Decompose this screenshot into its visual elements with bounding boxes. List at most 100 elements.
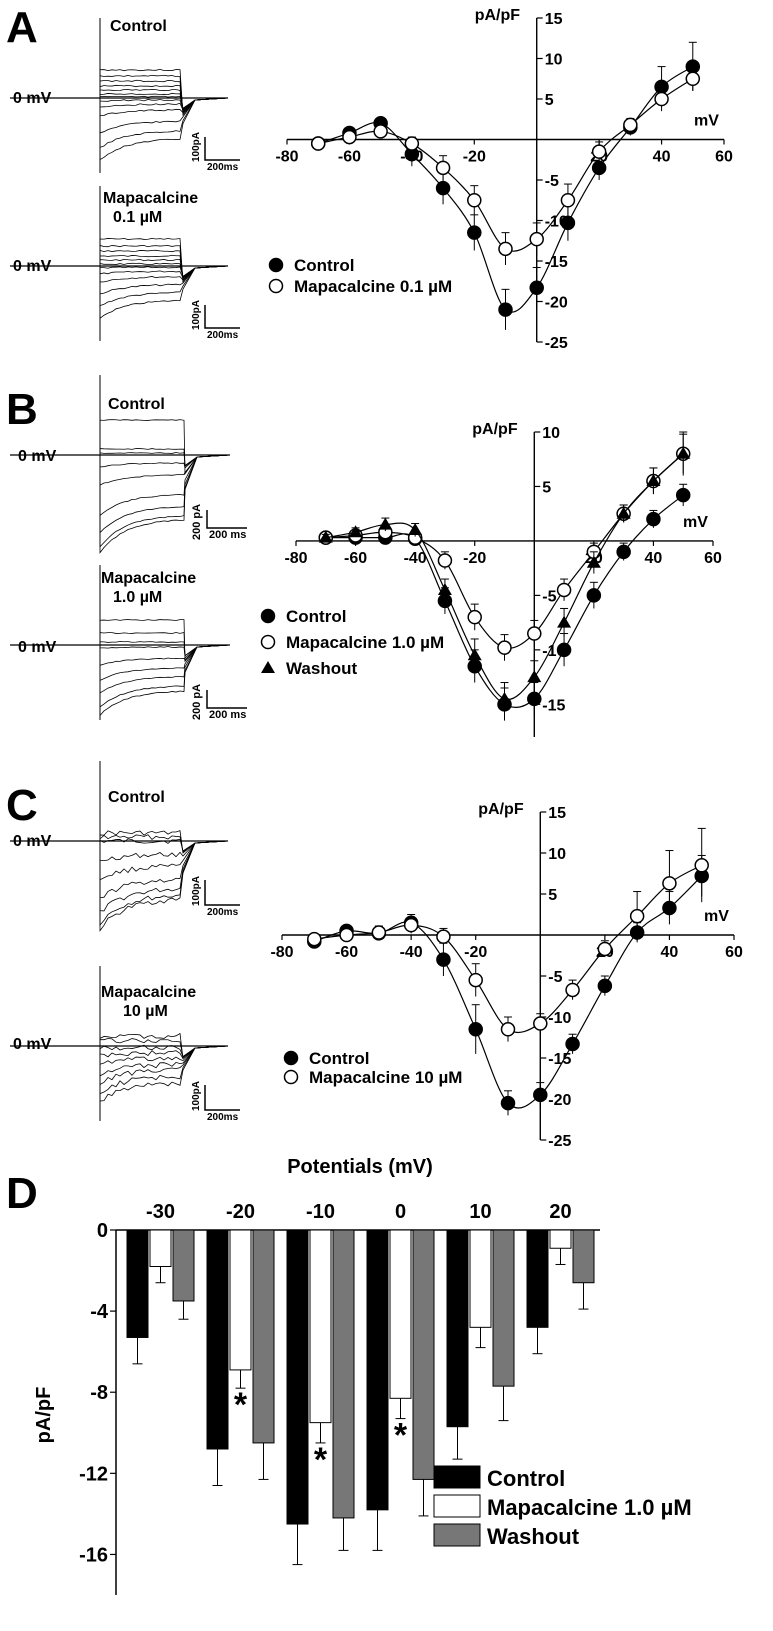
y-tick-label: 0 — [97, 1220, 108, 1242]
category-label: 20 — [549, 1201, 571, 1223]
scale-bar-c-bottom — [204, 1085, 240, 1111]
y-tick-label: 15 — [545, 11, 563, 28]
data-point — [629, 908, 645, 924]
current-trace — [99, 840, 229, 932]
trace-label-drug-b-1: Mapacalcine — [101, 570, 196, 587]
y-axis-label: pA/pF — [472, 421, 518, 438]
current-trace — [99, 632, 231, 659]
fit-curve — [314, 864, 703, 1033]
current-traces-layer — [10, 18, 231, 1121]
legend-label: Mapacalcine 1.0 µM — [286, 633, 444, 652]
x-tick-label: 40 — [653, 149, 671, 166]
current-trace — [99, 644, 231, 694]
current-trace — [99, 244, 229, 282]
data-point — [533, 1016, 548, 1031]
scale-time-b-bottom: 200 ms — [209, 709, 246, 721]
legend-label: Control — [487, 1466, 565, 1491]
x-tick-label: -20 — [463, 149, 486, 166]
y-axis-label: pA/pF — [33, 1387, 55, 1444]
y-tick-label: -10 — [548, 1010, 571, 1027]
current-trace — [99, 254, 229, 280]
scale-time-c-top: 200ms — [207, 907, 239, 918]
y-tick-label: -16 — [79, 1544, 108, 1566]
scale-current-a-bottom: 100pA — [191, 300, 202, 330]
scale-bar-b-top — [206, 510, 247, 529]
bar — [366, 1229, 389, 1511]
data-point — [310, 136, 326, 151]
traces-a-drug — [10, 186, 229, 341]
category-label: 0 — [395, 1201, 406, 1223]
data-point — [339, 927, 354, 943]
data-point — [467, 648, 482, 661]
current-trace — [99, 237, 229, 284]
y-tick-label: -8 — [90, 1382, 108, 1404]
bar — [446, 1229, 469, 1428]
data-point — [527, 691, 542, 707]
bar — [332, 1229, 355, 1519]
current-trace — [99, 97, 229, 148]
current-trace — [99, 644, 231, 717]
data-point — [378, 517, 393, 530]
fit-curve — [318, 66, 694, 313]
current-trace — [99, 1032, 229, 1060]
charts-layer: -80-60-40-2020406015105-5-10-15-20-25pA/… — [33, 7, 743, 1595]
data-point — [467, 609, 482, 625]
bar — [252, 1229, 275, 1444]
scale-bar-b-bottom — [206, 690, 247, 709]
trace-label-control-c: Control — [108, 789, 165, 806]
current-trace — [99, 74, 229, 115]
x-tick-label: 40 — [661, 944, 679, 961]
data-point — [654, 91, 669, 107]
series-1 — [307, 827, 709, 1042]
legend-label: Mapacalcine 1.0 µM — [487, 1495, 692, 1520]
y-tick-label: 10 — [548, 846, 566, 863]
current-trace — [99, 1045, 229, 1065]
data-point — [342, 129, 357, 145]
current-trace — [99, 265, 229, 295]
current-trace — [99, 265, 229, 279]
legend-swatch — [433, 1465, 481, 1489]
x-tick-label: 40 — [645, 550, 663, 567]
bar — [309, 1229, 332, 1424]
current-trace — [99, 448, 231, 468]
data-point — [560, 193, 576, 208]
data-point — [371, 925, 387, 940]
category-label: -20 — [226, 1201, 255, 1223]
current-trace — [99, 258, 229, 279]
bar — [526, 1229, 549, 1328]
panel-letter-a: A — [6, 3, 38, 52]
current-trace — [99, 641, 231, 657]
scale-bar-a-top — [204, 137, 240, 161]
current-trace — [99, 644, 231, 681]
data-point — [556, 582, 572, 598]
legend-marker — [268, 278, 284, 294]
bar — [549, 1229, 572, 1249]
data-point — [586, 588, 602, 603]
bar — [206, 1229, 229, 1450]
data-point — [662, 876, 677, 891]
legend-marker — [260, 634, 276, 650]
data-point — [527, 670, 542, 683]
current-trace — [99, 92, 229, 110]
current-trace — [99, 840, 229, 899]
current-trace — [99, 838, 229, 852]
bar — [492, 1229, 515, 1387]
y-tick-label: -12 — [79, 1463, 108, 1485]
current-trace — [99, 1045, 229, 1102]
data-point — [623, 117, 638, 133]
current-trace — [99, 97, 229, 110]
scale-bar-a-bottom — [204, 305, 240, 329]
data-point — [403, 917, 419, 933]
traces-b-control — [10, 375, 231, 554]
scale-bar-c-top — [204, 880, 240, 906]
data-point — [597, 978, 613, 994]
current-trace — [99, 454, 231, 469]
current-trace — [99, 454, 231, 548]
current-trace — [99, 1044, 229, 1058]
fit-curve — [325, 453, 684, 701]
current-trace — [99, 84, 229, 112]
scale-current-b-top: 200 pA — [191, 504, 203, 540]
bar — [286, 1229, 309, 1525]
scale-time-b-top: 200 ms — [209, 529, 246, 541]
